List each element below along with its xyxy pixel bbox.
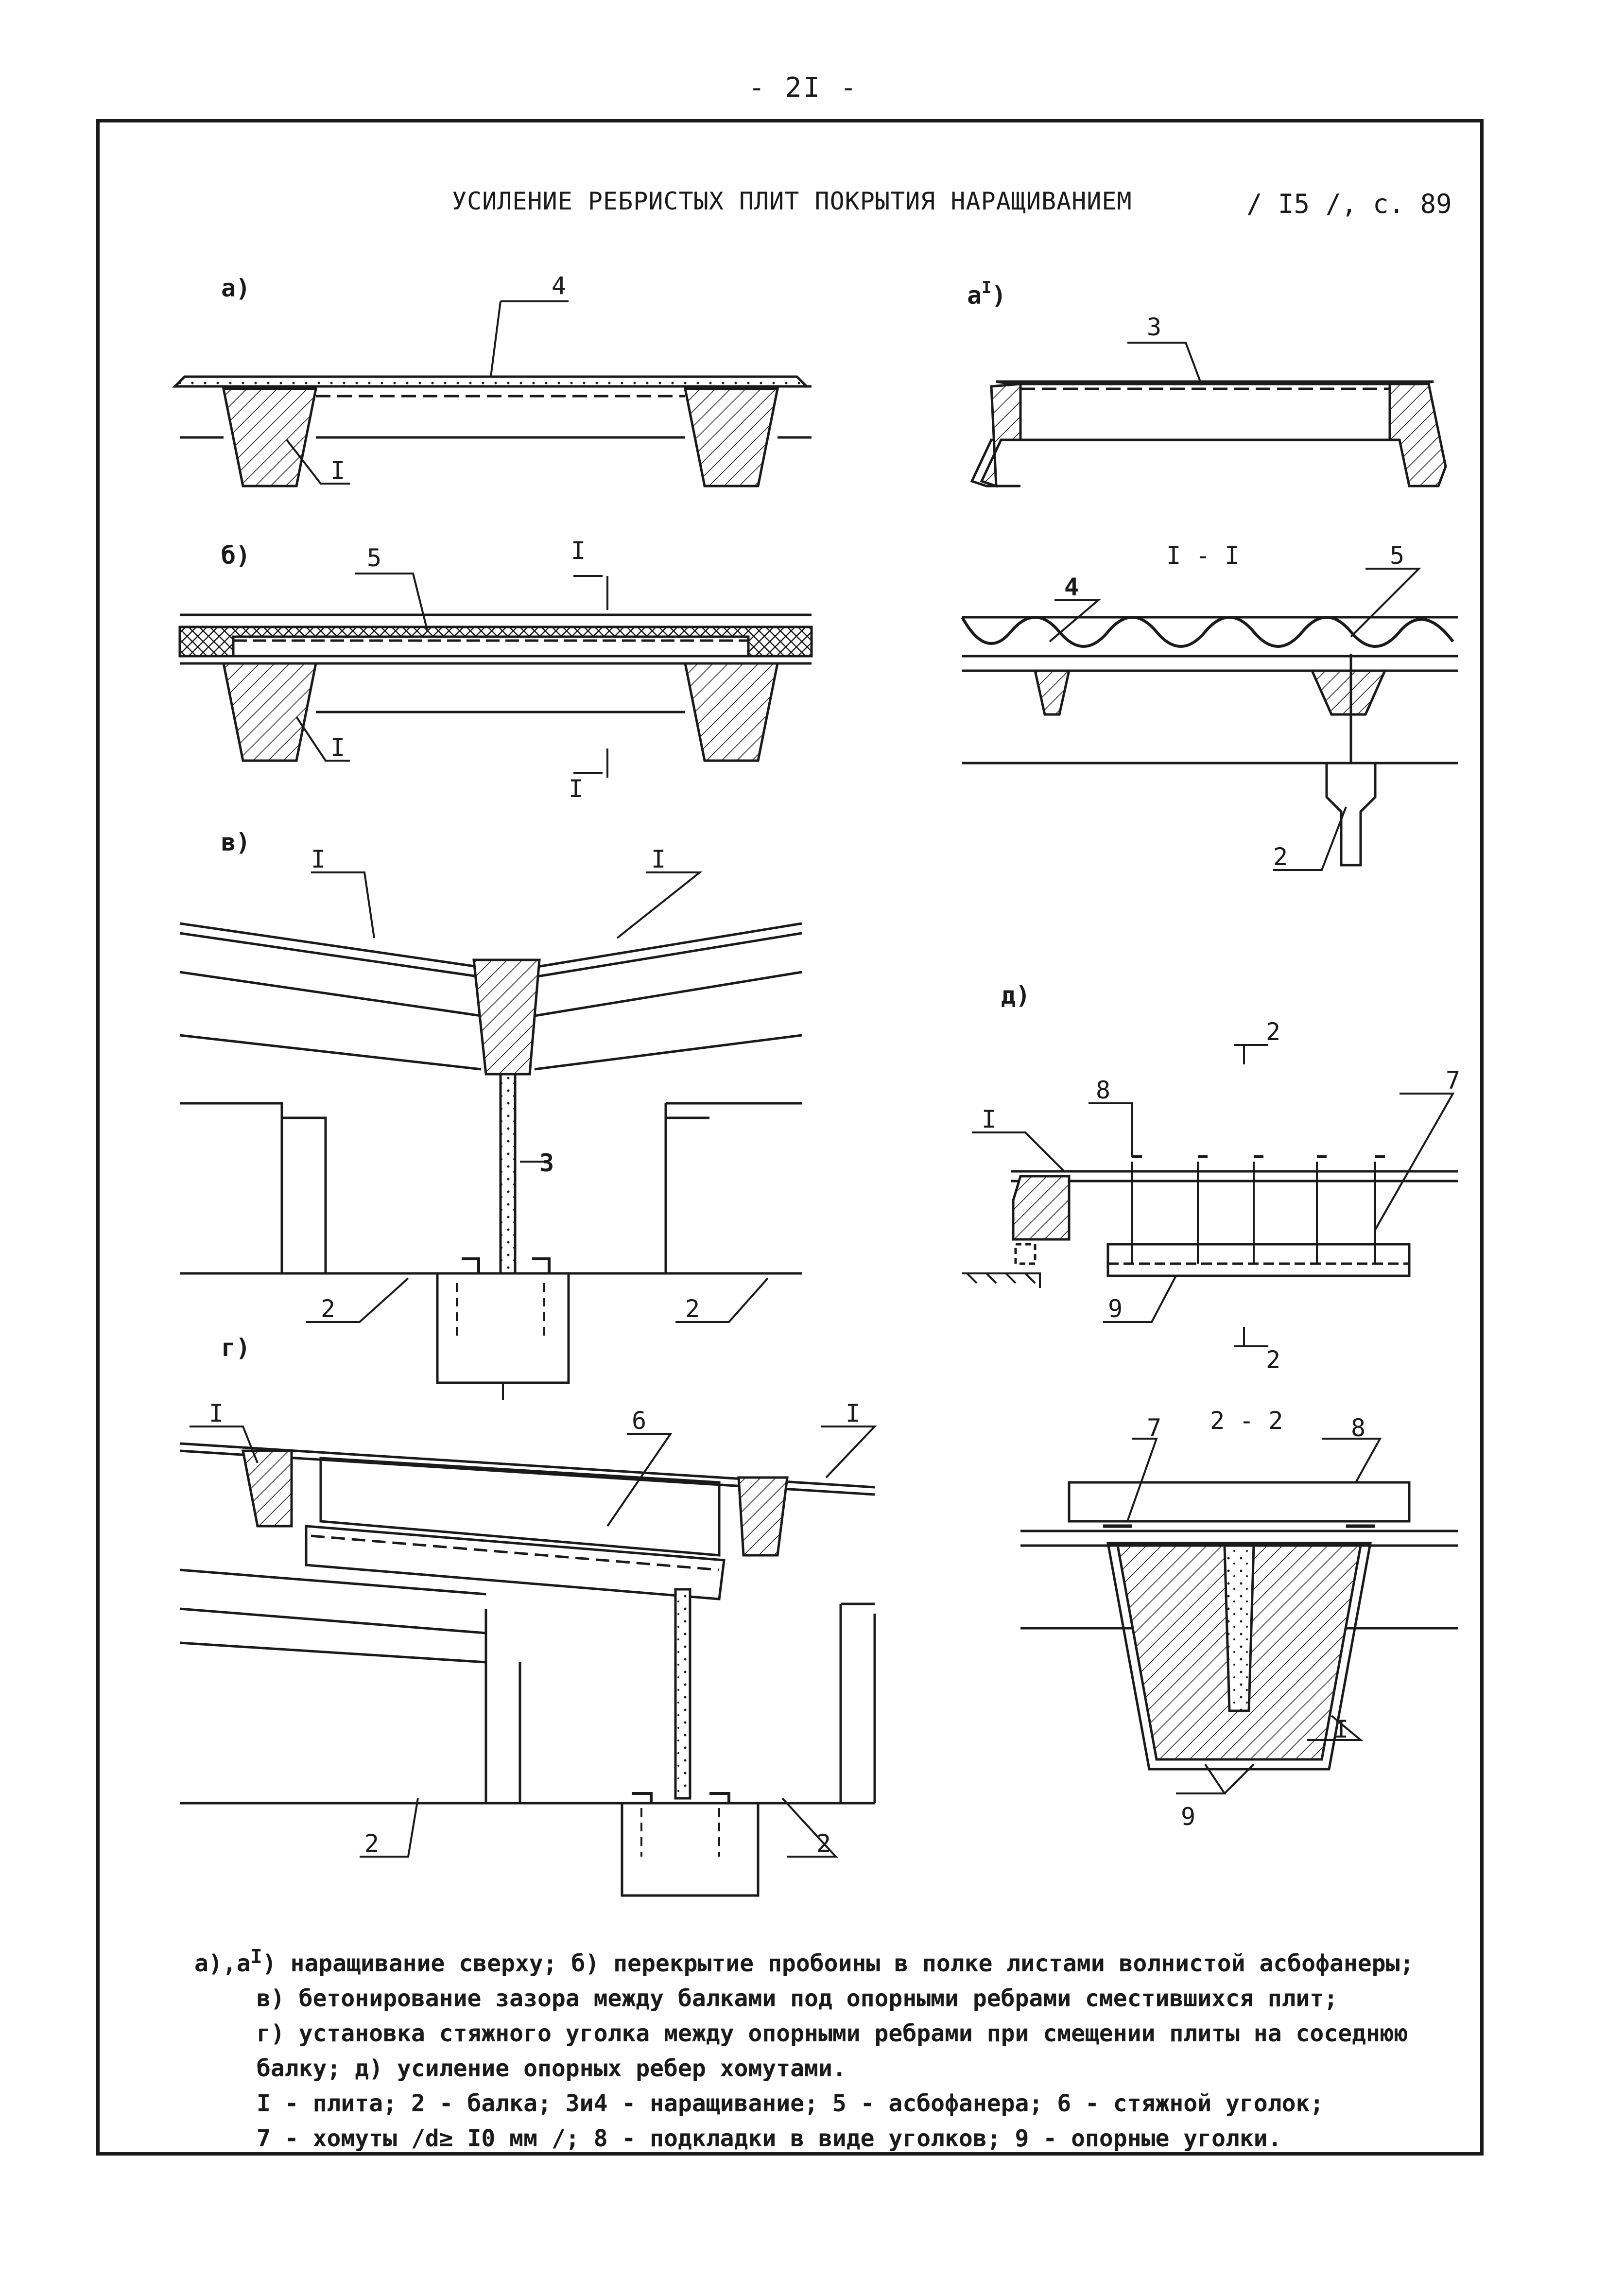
cut-mark-2-bottom: 2 <box>1266 1346 1280 1374</box>
label-d: д) <box>1001 981 1030 1009</box>
caption-line-1-end: ) наращивание сверху; б) перекрытие проб… <box>262 1950 1414 1977</box>
callout-6-g: 6 <box>632 1407 646 1435</box>
cut-mark-top-label: I <box>571 537 586 565</box>
caption-line-3: г) установка стяжного уголка между опорн… <box>257 2020 1408 2047</box>
callout-7-section22: 7 <box>1147 1414 1161 1442</box>
callout-5-b: 5 <box>367 544 381 572</box>
caption-line-2: в) бетонирование зазора между балками по… <box>257 1985 1338 2012</box>
callout-2-v-right: 2 <box>685 1295 700 1323</box>
callout-8-section22: 8 <box>1351 1414 1365 1442</box>
callout-9-d: 9 <box>1108 1295 1123 1323</box>
cut-mark-bottom-label: I <box>569 775 583 803</box>
callout-9-section22: 9 <box>1181 1803 1195 1831</box>
callout-7-d: 7 <box>1446 1066 1460 1095</box>
callout-4-section: 4 <box>1064 573 1079 601</box>
callout-1-g-left: I <box>209 1399 224 1427</box>
detail-g <box>179 1426 877 1897</box>
label-a1: аI) <box>967 278 1006 310</box>
figure-caption: а),аI) наращивание сверху; б) перекрытие… <box>194 1939 1419 2156</box>
callout-3-v: 3 <box>539 1149 554 1177</box>
drawing-frame <box>96 119 1484 2156</box>
section-1-1 <box>961 568 1458 871</box>
caption-line-5: I - плита; 2 - балка; 3и4 - наращивание;… <box>257 2090 1324 2117</box>
detail-d <box>962 1044 1458 1347</box>
callout-5-section: 5 <box>1390 541 1404 570</box>
label-v: в) <box>221 828 250 856</box>
callout-2-g-right: 2 <box>816 1829 831 1858</box>
label-a1-sup: I <box>982 278 991 297</box>
callout-2-section: 2 <box>1273 843 1288 871</box>
callout-4-a: 4 <box>552 272 566 300</box>
cut-mark-2-top: 2 <box>1266 1018 1280 1046</box>
callout-1-a: I <box>330 456 345 485</box>
callout-1-section22: I <box>1334 1715 1348 1743</box>
section-2-2-title: 2 - 2 <box>1210 1407 1283 1435</box>
callout-2-v-left: 2 <box>321 1295 335 1323</box>
callout-1-g-right: I <box>846 1399 860 1427</box>
caption-line-1: а),аI) наращивание сверху; б) перекрытие… <box>194 1939 1419 1981</box>
detail-v <box>179 871 802 1400</box>
label-a1-letter: а <box>967 281 982 310</box>
source-reference: / I5 /, с. 89 <box>1246 189 1452 219</box>
caption-line-1-sup: I <box>250 1946 262 1968</box>
page-number: - 2I - <box>748 72 859 104</box>
section-2-2 <box>1020 1438 1458 1794</box>
detail-b <box>178 573 813 778</box>
callout-1-b: I <box>330 733 345 762</box>
sheet-title: УСИЛЕНИЕ РЕБРИСТЫХ ПЛИТ ПОКРЫТИЯ НАРАЩИВ… <box>452 187 1132 215</box>
caption-line-6: 7 - хомуты /d≥ I0 мм /; 8 - подкладки в … <box>257 2125 1282 2152</box>
caption-line-1-start: а),а <box>194 1950 251 1977</box>
callout-3-a1: 3 <box>1147 313 1161 341</box>
callout-2-g-left: 2 <box>364 1829 379 1858</box>
label-g: г) <box>221 1334 250 1362</box>
label-a1-tail: ) <box>992 281 1006 310</box>
callout-1-d: I <box>982 1105 996 1133</box>
callout-1-v-left: I <box>311 845 326 873</box>
callout-1-v-right: I <box>651 845 666 873</box>
detail-a <box>172 300 812 487</box>
detail-a1 <box>970 342 1447 488</box>
callout-8-d: 8 <box>1096 1076 1110 1104</box>
caption-line-4: балку; д) усиление опорных ребер хомутам… <box>257 2055 847 2082</box>
label-b: б) <box>221 541 250 570</box>
section-1-1-title: I - I <box>1166 541 1240 570</box>
label-a: а) <box>221 274 250 302</box>
